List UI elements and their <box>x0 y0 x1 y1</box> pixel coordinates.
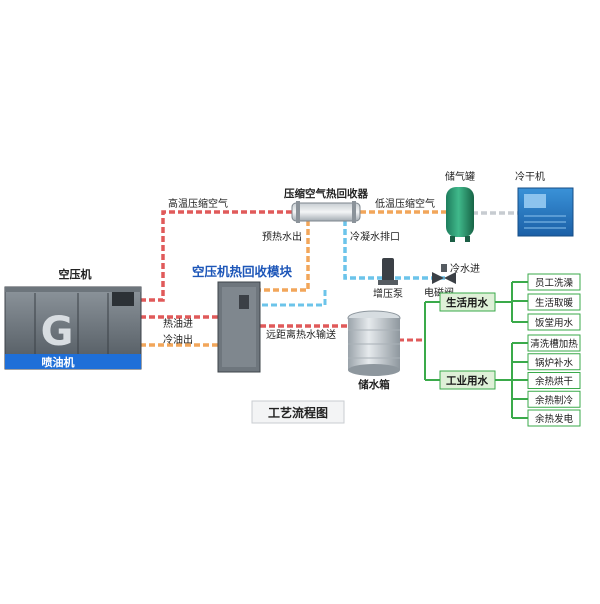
booster-pump <box>378 258 398 285</box>
domestic-water-label: 生活用水 <box>446 296 488 309</box>
industrial-use-box <box>527 334 581 352</box>
domestic-use-box <box>527 273 581 291</box>
water-tank-label: 储水箱 <box>358 378 390 391</box>
distribution-connectors <box>424 281 528 419</box>
domestic-use-box <box>527 293 581 311</box>
industrial-use-box <box>527 409 581 427</box>
heat-recovery-unit-label: 压缩空气热回收器 <box>284 187 368 200</box>
industrial-use-label: 余热发电 <box>535 413 574 425</box>
dryer <box>517 187 574 237</box>
water-tank <box>347 310 401 376</box>
domestic-use-label: 员工洗澡 <box>535 277 574 289</box>
process-chart-caption: 工艺流程图 <box>268 405 328 420</box>
industrial-use-label: 锅炉补水 <box>535 357 574 369</box>
heat-exchanger <box>291 201 361 223</box>
heat-recovery-module <box>217 281 261 373</box>
compressor-label: 空压机 <box>59 267 92 281</box>
industrial-use-label: 余热制冷 <box>535 394 574 406</box>
industrial-use-box <box>527 372 581 389</box>
industrial-use-box <box>527 390 581 408</box>
solenoid-valve <box>432 264 456 284</box>
domestic-use-box <box>527 313 581 331</box>
process-chart-caption-box <box>251 400 345 424</box>
preheated-water-pipe <box>260 220 310 292</box>
low-temp-air-label: 低温压缩空气 <box>375 197 435 210</box>
industrial-water-box <box>439 370 496 390</box>
industrial-use-label: 清洗槽加热 <box>530 338 578 350</box>
long-distance-label: 远距离热水输送 <box>266 328 336 341</box>
industrial-use-box <box>527 353 581 371</box>
hot-oil-in-label: 热油进 <box>163 317 193 330</box>
dryer-label: 冷干机 <box>515 170 545 183</box>
module-label: 空压机热回收模块 <box>192 264 293 279</box>
domestic-use-label: 生活取暖 <box>535 297 574 309</box>
compressor-logo-g: G <box>41 309 74 355</box>
condensate-outlet-label: 冷凝水排口 <box>350 230 400 243</box>
high-temp-air-pipe <box>140 210 292 302</box>
cold-oil-out-label: 冷油出 <box>163 333 193 346</box>
cold-water-pipe <box>343 220 445 280</box>
preheated-water-label: 预热水出 <box>262 230 302 243</box>
industrial-water-label: 工业用水 <box>446 374 488 387</box>
industrial-use-label: 余热烘干 <box>535 376 573 388</box>
booster-pump-label: 增压泵 <box>373 287 403 300</box>
gas-tank <box>446 187 474 242</box>
pipes <box>140 210 520 347</box>
oil-injected-label: 喷油机 <box>42 355 75 369</box>
air-compressor: G 喷油机 <box>4 286 142 370</box>
high-temp-air-label: 高温压缩空气 <box>168 197 228 210</box>
cold-water-to-module-pipe <box>260 290 327 307</box>
domestic-use-label: 饭堂用水 <box>535 317 574 329</box>
gas-tank-label: 储气罐 <box>445 170 475 183</box>
domestic-water-box <box>439 292 496 312</box>
cold-water-in-label: 冷水进 <box>450 262 480 275</box>
